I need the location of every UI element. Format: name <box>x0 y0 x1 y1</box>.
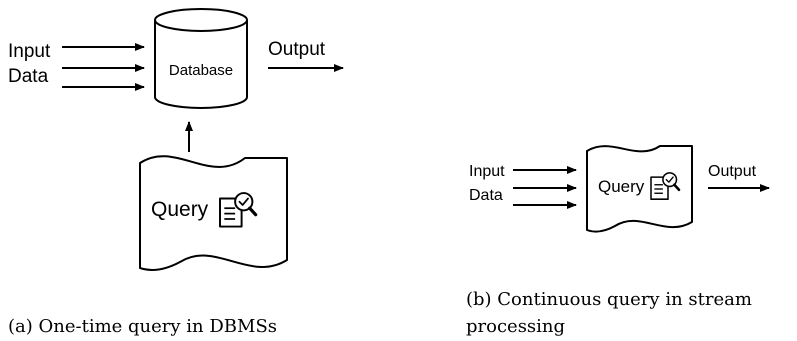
fig-b-caption-line-1: (b) Continuous query in stream <box>466 289 752 310</box>
fig-b-query-label: Query <box>598 177 645 196</box>
fig-a-caption: (a) One-time query in DBMSs <box>8 316 277 337</box>
fig-a-input-label: Input <box>8 41 51 62</box>
fig-b-input-label: Input <box>469 163 505 180</box>
fig-a-query-document: Query <box>139 155 288 271</box>
database-label: Database <box>169 62 233 79</box>
figure-b: Input Data Query Output (b) Continuous q… <box>466 145 770 337</box>
database-cylinder: Database <box>154 8 248 109</box>
fig-b-caption-line-2: processing <box>466 316 565 337</box>
fig-a-query-label: Query <box>151 198 209 221</box>
fig-b-data-label: Data <box>469 187 503 204</box>
fig-b-output-label: Output <box>708 163 757 180</box>
figure-a: Input Data Database Output Query (a) One… <box>8 8 344 337</box>
fig-a-data-label: Data <box>8 66 49 87</box>
fig-a-output-label: Output <box>268 39 326 60</box>
fig-b-query-document: Query <box>586 145 693 233</box>
